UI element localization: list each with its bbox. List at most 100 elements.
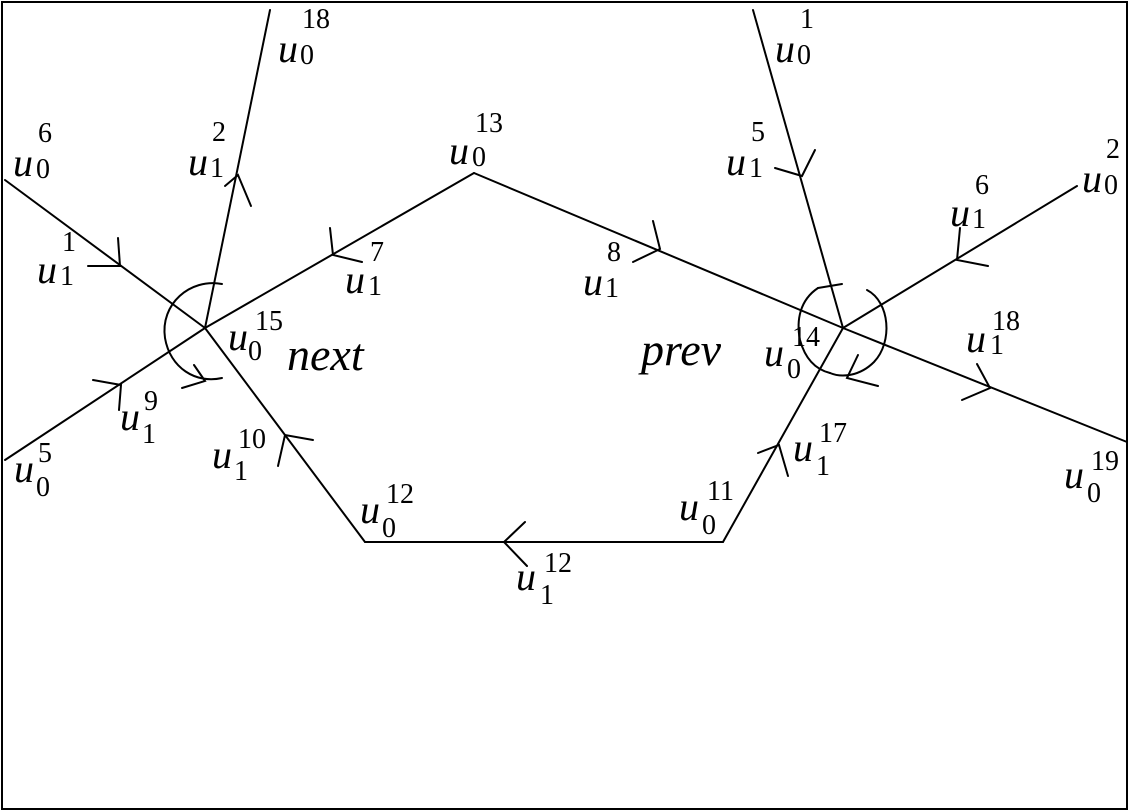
svg-text:u: u [679,484,699,529]
svg-text:6: 6 [975,170,989,201]
svg-text:2: 2 [212,117,226,148]
svg-text:u: u [516,554,536,599]
label-u0-15: u 0 15 [228,306,283,367]
svg-text:9: 9 [144,386,158,417]
label-u0-1: u 0 1 [775,4,814,71]
svg-text:u: u [1064,452,1084,497]
label-u1-17: u 1 17 [793,418,847,482]
svg-text:5: 5 [751,117,765,148]
rotation-arrow-next [181,364,207,389]
svg-text:1: 1 [605,273,619,304]
svg-text:u: u [345,257,365,302]
arrow-u1-9 [92,379,123,411]
label-u1-2: u 1 2 [188,117,226,184]
svg-text:u: u [950,190,970,235]
label-u0-14: u 0 14 [764,322,820,385]
arrow-u1-8 [632,220,662,263]
svg-text:u: u [449,128,469,173]
edge-u1-17 [722,327,844,543]
svg-text:1: 1 [800,4,814,35]
arrow-u1-17 [757,443,789,477]
svg-text:7: 7 [370,237,384,268]
svg-text:0: 0 [1087,478,1101,509]
svg-text:0: 0 [787,354,801,385]
arrow-u1-18 [961,363,992,401]
rotation-arc-prev-upper [797,287,831,374]
svg-text:u: u [212,432,232,477]
svg-text:1: 1 [234,456,248,487]
edge-u1-7 [204,172,475,329]
svg-text:0: 0 [797,40,811,71]
svg-text:15: 15 [255,306,283,337]
svg-text:u: u [188,139,208,184]
label-u0-19: u 0 19 [1064,446,1119,509]
rotation-arc-prev [829,289,888,377]
label-u1-9: u 1 9 [120,386,158,450]
svg-text:5: 5 [38,438,52,469]
label-u0-18: u 0 18 [278,4,330,71]
svg-text:0: 0 [36,154,50,185]
svg-text:12: 12 [386,479,414,510]
svg-text:0: 0 [472,142,486,173]
svg-text:12: 12 [544,548,572,579]
svg-text:u: u [37,247,57,292]
svg-text:0: 0 [300,40,314,71]
edge-u1-18 [842,327,1128,443]
svg-text:1: 1 [210,153,224,184]
label-u1-18: u 1 18 [966,306,1020,361]
edge-u1-1 [4,179,206,329]
svg-text:13: 13 [475,108,503,139]
rotation-arc-next [163,282,223,381]
label-u1-7: u 1 7 [345,237,384,302]
svg-text:u: u [1082,156,1102,201]
label-u0-5: u 0 5 [14,438,52,503]
edge-u1-9 [4,327,206,461]
svg-text:14: 14 [792,322,820,353]
rotation-arrow-prev [845,354,879,387]
svg-text:1: 1 [62,227,76,258]
edge-u1-5 [752,9,844,329]
svg-text:u: u [966,316,986,361]
label-u1-8: u 1 8 [583,237,621,304]
svg-text:10: 10 [238,424,266,455]
svg-text:1: 1 [540,580,554,611]
svg-text:u: u [360,487,380,532]
label-u0-13: u 0 13 [449,108,503,173]
svg-text:11: 11 [707,476,734,507]
svg-text:u: u [278,26,298,71]
label-u1-10: u 1 10 [212,424,266,487]
label-u1-1: u 1 1 [37,227,76,292]
svg-text:u: u [13,140,33,185]
label-u0-6: u 0 6 [13,118,52,185]
svg-text:0: 0 [36,472,50,503]
svg-text:1: 1 [368,271,382,302]
svg-text:1: 1 [990,330,1004,361]
svg-text:19: 19 [1091,446,1119,477]
svg-text:1: 1 [749,153,763,184]
arrow-u1-1 [87,237,122,267]
svg-text:u: u [583,259,603,304]
svg-text:6: 6 [38,118,52,149]
svg-text:8: 8 [607,237,621,268]
svg-text:u: u [120,394,140,439]
word-next: next [287,329,365,380]
svg-text:2: 2 [1106,134,1120,165]
rotation-mark-prev-upper [817,283,843,289]
label-u0-2: u 0 2 [1082,134,1120,201]
label-u1-12: u 1 12 [516,548,572,611]
svg-text:18: 18 [992,306,1020,337]
svg-text:1: 1 [972,204,986,235]
word-prev: prev [638,324,722,375]
edge-u1-2 [204,9,271,329]
svg-text:0: 0 [382,513,396,544]
svg-text:1: 1 [142,419,156,450]
svg-text:18: 18 [302,4,330,35]
svg-text:u: u [726,139,746,184]
arrow-u1-6 [955,227,989,267]
svg-text:u: u [793,425,813,470]
label-u0-12: u 0 12 [360,479,414,544]
svg-text:17: 17 [819,418,847,449]
